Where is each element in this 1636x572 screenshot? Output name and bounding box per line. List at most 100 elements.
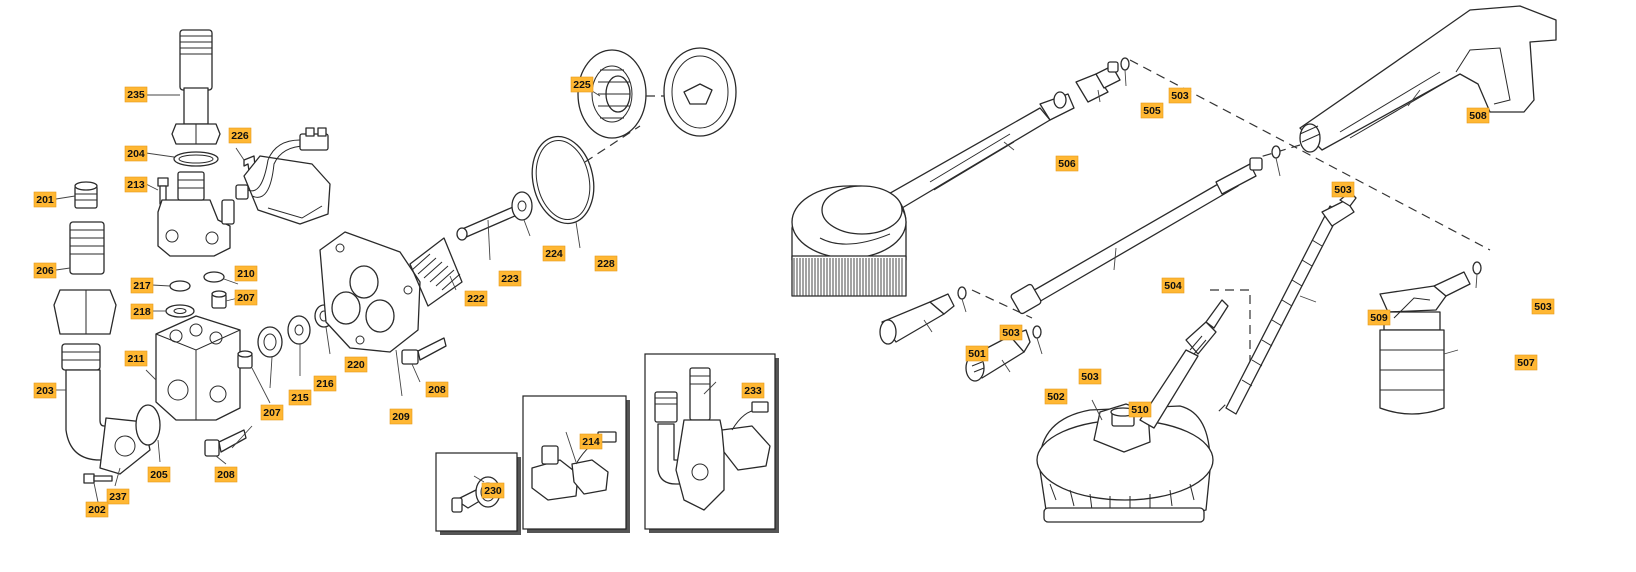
label-504: 504 (1161, 277, 1185, 294)
label-237: 237 (106, 488, 130, 505)
svg-text:206: 206 (36, 265, 54, 277)
part-201-cap (74, 181, 98, 209)
label-203: 203 (33, 382, 57, 399)
label-206: 206 (33, 262, 57, 279)
svg-text:201: 201 (36, 194, 54, 206)
part-235-pipe (171, 29, 221, 145)
label-208b: 208 (214, 466, 238, 483)
part-222-spring (409, 237, 463, 307)
label-218: 218 (130, 303, 154, 320)
pump-body (155, 315, 241, 421)
label-223: 223 (498, 270, 522, 287)
part-503-oring-e (1472, 261, 1482, 275)
svg-text:502: 502 (1047, 391, 1065, 403)
part-218-washer (165, 304, 195, 318)
svg-text:223: 223 (501, 273, 519, 285)
svg-text:235: 235 (127, 89, 145, 101)
part-208-bolt-upper (401, 337, 447, 365)
svg-text:211: 211 (128, 353, 145, 365)
label-224: 224 (542, 245, 566, 262)
label-211: 211 (124, 350, 148, 367)
label-204: 204 (124, 145, 148, 162)
part-224-washer (511, 191, 533, 221)
svg-text:501: 501 (968, 348, 986, 360)
part-208-bolt-lower (204, 429, 247, 457)
label-503a: 503 (1168, 87, 1192, 104)
part-207-valve-right (237, 350, 253, 369)
svg-text:207: 207 (263, 407, 281, 419)
svg-text:218: 218 (133, 306, 151, 318)
part-504-lance (1010, 157, 1263, 315)
label-507: 507 (1514, 354, 1538, 371)
svg-text:225: 225 (573, 79, 591, 91)
svg-text:214: 214 (582, 436, 600, 448)
label-210: 210 (234, 265, 258, 282)
label-201: 201 (33, 191, 57, 208)
svg-text:207: 207 (237, 292, 255, 304)
svg-text:505: 505 (1143, 105, 1161, 117)
part-505-connector (1075, 61, 1121, 103)
label-225: 225 (570, 76, 594, 93)
label-209: 209 (389, 408, 413, 425)
label-230: 230 (481, 482, 505, 499)
part-508-gun (1299, 5, 1557, 153)
svg-text:202: 202 (88, 504, 106, 516)
label-233: 233 (741, 382, 765, 399)
part-204-oring (173, 151, 219, 167)
svg-text:503: 503 (1081, 371, 1099, 383)
svg-text:503: 503 (1534, 301, 1552, 313)
label-506: 506 (1055, 155, 1079, 172)
label-505: 505 (1140, 102, 1164, 119)
svg-text:217: 217 (133, 280, 151, 292)
part-503-oring-d (1032, 325, 1042, 339)
part-509-extension (1225, 191, 1357, 415)
brush-bristles (793, 258, 903, 296)
variant-boxes (435, 353, 779, 535)
part-215-bearing (257, 326, 283, 358)
svg-text:233: 233 (744, 385, 762, 397)
label-213: 213 (124, 176, 148, 193)
svg-text:510: 510 (1131, 404, 1149, 416)
pressure-switch (235, 127, 331, 225)
part-217-oring (169, 280, 191, 292)
svg-text:216: 216 (316, 378, 334, 390)
label-510: 510 (1128, 401, 1152, 418)
svg-text:204: 204 (127, 148, 145, 160)
label-501: 501 (965, 345, 989, 362)
part-501-nozzle (879, 293, 955, 345)
valve-body (157, 171, 235, 257)
svg-text:209: 209 (392, 411, 410, 423)
part-207-valve (211, 290, 227, 309)
svg-text:504: 504 (1164, 280, 1182, 292)
box-214 (522, 395, 627, 530)
svg-text:507: 507 (1517, 357, 1535, 369)
svg-text:213: 213 (127, 179, 145, 191)
svg-text:230: 230 (484, 485, 502, 497)
label-503c: 503 (999, 324, 1023, 341)
label-216: 216 (313, 375, 337, 392)
label-215: 215 (288, 389, 312, 406)
svg-text:503: 503 (1334, 184, 1352, 196)
svg-text:208: 208 (217, 469, 235, 481)
part-503-oring-c (957, 286, 967, 300)
label-502: 502 (1044, 388, 1068, 405)
part-206-fitting (53, 221, 117, 335)
label-508: 508 (1466, 107, 1490, 124)
svg-text:203: 203 (36, 385, 54, 397)
svg-text:224: 224 (545, 248, 563, 260)
pump-assembly (53, 29, 737, 503)
motor-end-cover (663, 47, 737, 137)
svg-text:215: 215 (291, 392, 309, 404)
part-233-pump-assembly (654, 367, 771, 511)
svg-text:509: 509 (1370, 312, 1388, 324)
label-214: 214 (579, 433, 603, 450)
label-235: 235 (124, 86, 148, 103)
part-503-oring-a (1120, 57, 1130, 71)
svg-text:506: 506 (1058, 158, 1076, 170)
label-207a: 207 (234, 289, 258, 306)
svg-text:210: 210 (237, 268, 255, 280)
part-labels: 235 204 226 213 201 206 210 217 207 218 … (33, 76, 1555, 518)
svg-text:205: 205 (150, 469, 168, 481)
label-207b: 207 (260, 404, 284, 421)
